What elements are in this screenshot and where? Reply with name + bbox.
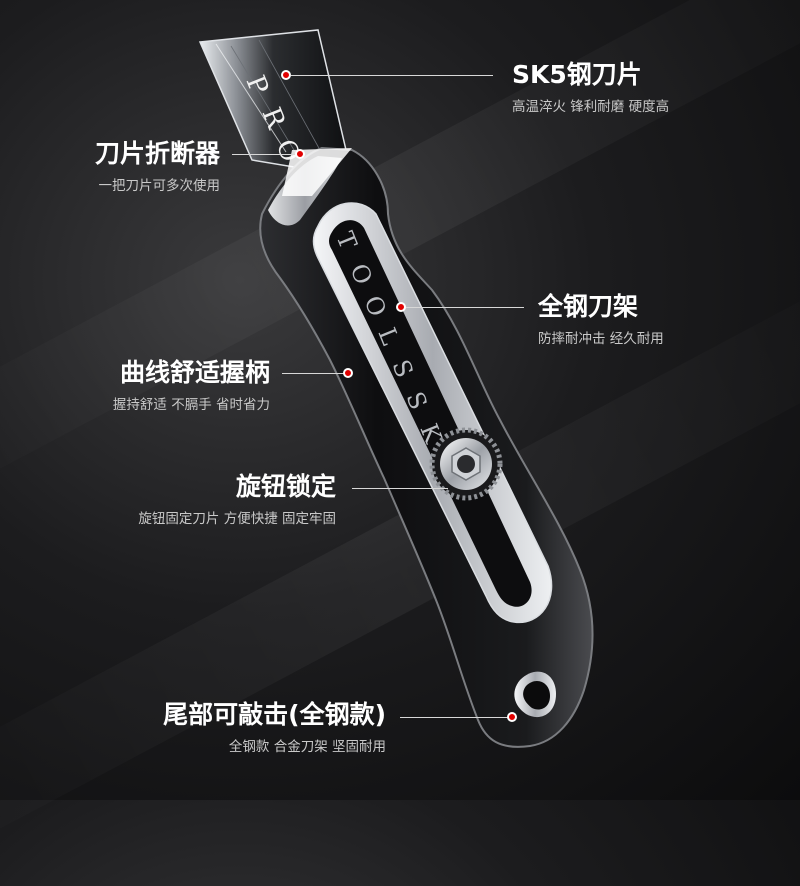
leader-line [400,717,510,718]
leader-line [352,488,448,489]
feature-title: 刀片折断器 [94,139,220,168]
feature-subtitle: 防摔耐冲击 经久耐用 [538,331,664,347]
feature-title: 旋钮锁定 [235,472,336,501]
leader-line [232,154,298,155]
leader-line [282,373,346,374]
feature-callout: 旋钮锁定 旋钮固定刀片 方便快捷 固定牢固 [60,472,336,528]
blade-snapper [282,148,352,196]
blade-edge-highlight [215,43,287,153]
feature-callout: 刀片折断器 一把刀片可多次使用 [60,139,220,195]
feature-title: 全钢刀架 [538,292,639,321]
feature-subtitle: 握持舒适 不膈手 省时省力 [112,397,270,413]
marker-dot [281,70,291,80]
leader-line [291,75,493,76]
feature-subtitle: 旋钮固定刀片 方便快捷 固定牢固 [138,511,336,527]
utility-knife-illustration: P R O T O O L S S K [198,29,594,748]
steel-frame: T O O L S S K [312,202,553,624]
locking-knob [429,427,503,501]
marker-dot [396,302,406,312]
feature-callout: 曲线舒适握柄 握持舒适 不膈手 省时省力 [40,358,270,414]
feature-callout: 尾部可敲击(全钢款) 全钢款 合金刀架 坚固耐用 [80,700,386,756]
blade-score-line [258,39,321,151]
feature-subtitle: 一把刀片可多次使用 [98,178,221,194]
feature-subtitle: 全钢款 合金刀架 坚固耐用 [228,739,386,755]
marker-dot [343,368,353,378]
feature-title: 曲线舒适握柄 [119,358,270,387]
leader-line [406,307,524,308]
feature-subtitle: 高温淬火 锋利耐磨 硬度高 [512,99,670,115]
tail-hole [514,671,556,718]
feature-callout: SK5钢刀片 高温淬火 锋利耐磨 硬度高 [512,60,669,116]
marker-dot [295,149,305,159]
marker-dot [507,712,517,722]
blade-score-line [230,45,301,161]
feature-callout: 全钢刀架 防摔耐冲击 经久耐用 [538,292,664,348]
feature-title: SK5钢刀片 [512,60,642,89]
feature-title: 尾部可敲击(全钢款) [163,700,386,729]
